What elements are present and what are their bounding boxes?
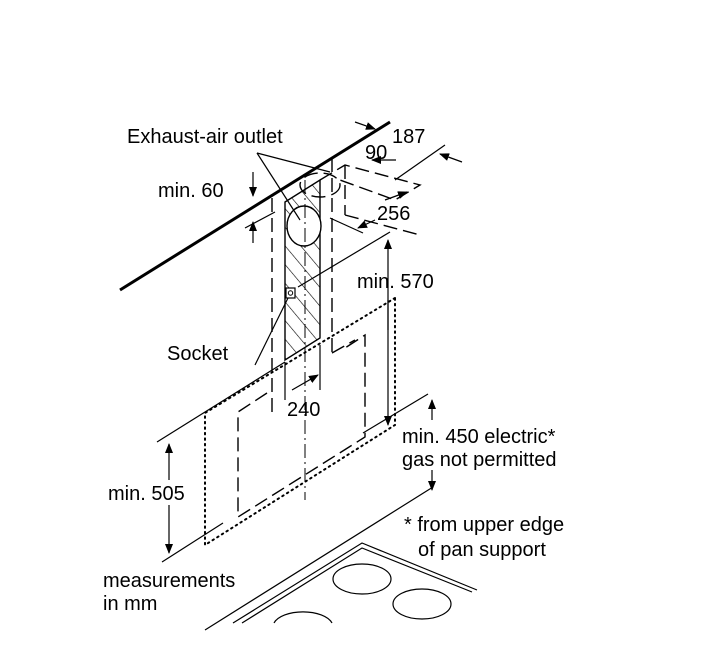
outlet-box: [319, 164, 422, 201]
label-dim-240: 240: [287, 399, 320, 421]
units-line1: measurements: [103, 570, 235, 592]
label-socket: Socket: [167, 343, 229, 365]
footnote-line1: * from upper edge: [404, 514, 564, 536]
label-min-60: min. 60: [158, 180, 224, 202]
label-exhaust-air-outlet: Exhaust-air outlet: [127, 126, 283, 148]
socket-icon: [285, 287, 296, 299]
label-min-450: min. 450 electric*: [402, 426, 556, 448]
burner-3: [273, 611, 333, 624]
hob-edge-outer: [232, 542, 478, 624]
label-dim-90: 90: [365, 142, 387, 164]
label-min-505: min. 505: [108, 483, 185, 505]
label-dim-187: 187: [392, 126, 425, 148]
hood-outline: [237, 333, 366, 519]
label-gas-not-permitted: gas not permitted: [402, 449, 557, 471]
exhaust-opening: [286, 205, 322, 247]
burner-1: [332, 563, 392, 595]
units-line2: in mm: [103, 593, 157, 615]
clearance-outline: [204, 297, 396, 547]
footnote-line2: of pan support: [418, 539, 546, 561]
label-dim-256: 256: [377, 203, 410, 225]
hob-edge-inner: [241, 547, 473, 624]
ceiling-line: [119, 120, 391, 292]
burner-2: [392, 588, 452, 620]
label-min-570: min. 570: [357, 271, 434, 293]
